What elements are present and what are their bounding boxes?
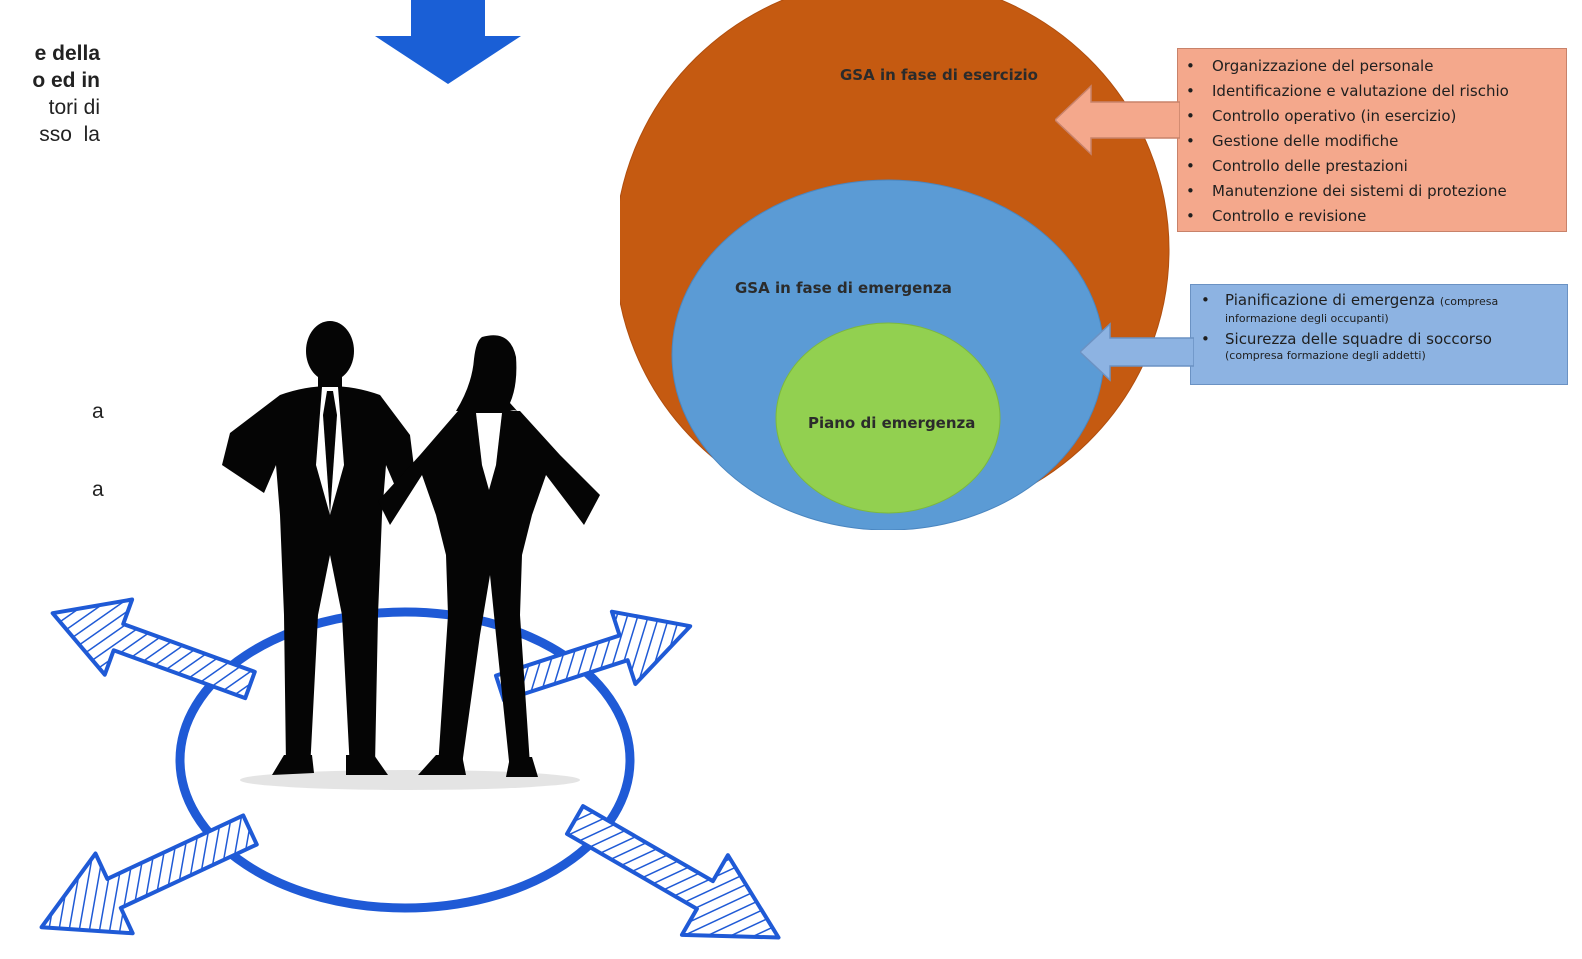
exercise-item: Controllo operativo (in esercizio): [1186, 104, 1566, 129]
exercise-item: Manutenzione dei sistemi di protezione: [1186, 179, 1566, 204]
emergency-item-main: Pianificazione di emergenza: [1225, 291, 1436, 309]
business-people-icon: [222, 321, 600, 790]
middle-circle-label: GSA in fase di emergenza: [735, 279, 952, 297]
orange-left-arrow-icon: [1055, 84, 1180, 156]
emergency-items-list: Pianificazione di emergenza (compresa in…: [1191, 285, 1567, 363]
exercise-item: Gestione delle modifiche: [1186, 129, 1566, 154]
left-text-line-3: tori di: [48, 96, 100, 119]
stray-text-1: a: [92, 400, 104, 423]
emergency-item-note: (compresa formazione degli addetti): [1225, 349, 1426, 362]
left-text-line-4: sso la: [39, 123, 100, 146]
stray-text-2: a: [92, 478, 104, 501]
left-text-line-1: e della: [34, 42, 100, 65]
exercise-items-list: Organizzazione del personale Identificaz…: [1178, 49, 1566, 229]
exercise-item: Controllo delle prestazioni: [1186, 154, 1566, 179]
exercise-phase-box: Organizzazione del personale Identificaz…: [1177, 48, 1567, 232]
blue-left-arrow-icon: [1080, 322, 1194, 382]
compass-arrows-icon: [39, 597, 781, 940]
compass-arrow-lower-right: [565, 804, 781, 940]
exercise-item: Organizzazione del personale: [1186, 54, 1566, 79]
emergency-item-note: informazione degli occupanti): [1225, 312, 1389, 325]
compass-arrow-upper-left: [50, 597, 257, 701]
emergency-item-main: Sicurezza delle squadre di soccorso: [1225, 330, 1492, 348]
emergency-item: Pianificazione di emergenza (compresa in…: [1201, 290, 1567, 326]
compass-arrow-lower-left: [39, 813, 259, 936]
emergency-phase-box: Pianificazione di emergenza (compresa in…: [1190, 284, 1568, 385]
left-text-block: e della o ed in tori di sso la: [0, 40, 100, 148]
inner-circle: [775, 322, 1001, 514]
woman-silhouette: [378, 335, 600, 777]
exercise-item: Identificazione e valutazione del rischi…: [1186, 79, 1566, 104]
emergency-item-inline-note: (compresa: [1439, 295, 1499, 308]
down-arrow-icon: [375, 0, 521, 84]
exercise-item: Controllo e revisione: [1186, 204, 1566, 229]
emergency-item: Sicurezza delle squadre di soccorso (com…: [1201, 329, 1567, 363]
outer-circle-label: GSA in fase di esercizio: [840, 66, 1038, 84]
left-text-line-2: o ed in: [32, 69, 100, 92]
nested-circles-diagram: [620, 0, 1170, 530]
inner-circle-label: Piano di emergenza: [808, 414, 976, 432]
man-silhouette: [222, 321, 415, 775]
